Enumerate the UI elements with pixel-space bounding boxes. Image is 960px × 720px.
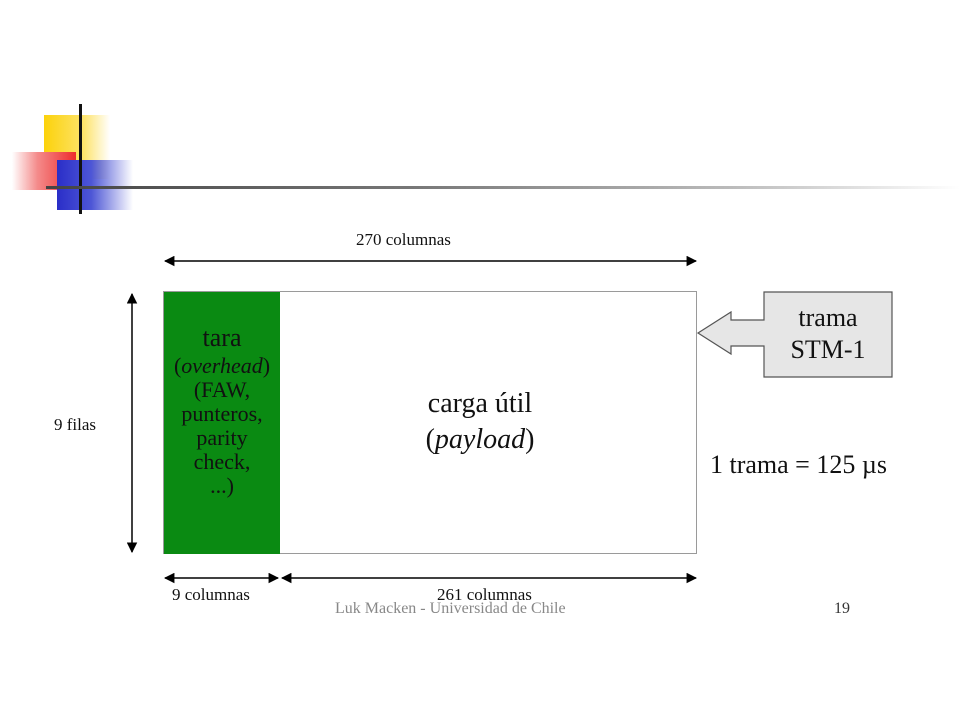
callout-text: trama STM-1 [764, 302, 892, 366]
payload-subtitle: (payload) [425, 424, 535, 455]
decor-horizontal-rule [46, 186, 960, 189]
payload-title: carga útil [427, 388, 533, 419]
slide-number: 19 [834, 600, 850, 617]
overhead-subtitle: (overhead) [173, 353, 271, 378]
overhead-region [164, 292, 280, 554]
decor-vertical-line [79, 104, 82, 214]
overhead-line-2: punteros, [181, 401, 263, 426]
decor-blue-square [57, 160, 133, 210]
callout-arrow-shape [696, 291, 893, 378]
overhead-text: tara (overhead) (FAW, punteros, parity c… [160, 322, 284, 498]
payload-text: carga útil (payload) [360, 386, 600, 458]
callout-line-1: trama [798, 303, 858, 332]
overhead-line-4: check, [193, 449, 251, 474]
callout-line-2: STM-1 [790, 335, 866, 364]
overhead-title: tara [202, 323, 242, 352]
overhead-line-5: ...) [210, 473, 234, 498]
rows-label: 9 filas [54, 415, 97, 434]
footer-author: Luk Macken - Universidad de Chile [335, 600, 566, 617]
overhead-line-1: (FAW, [193, 377, 251, 402]
bottom-left-label: 9 columnas [172, 585, 250, 604]
bottom-right-label: 261 columnas [437, 585, 532, 604]
top-width-label: 270 columnas [356, 230, 451, 249]
timing-label: 1 trama = 125 µs [710, 450, 887, 479]
overhead-line-3: parity [196, 425, 248, 450]
